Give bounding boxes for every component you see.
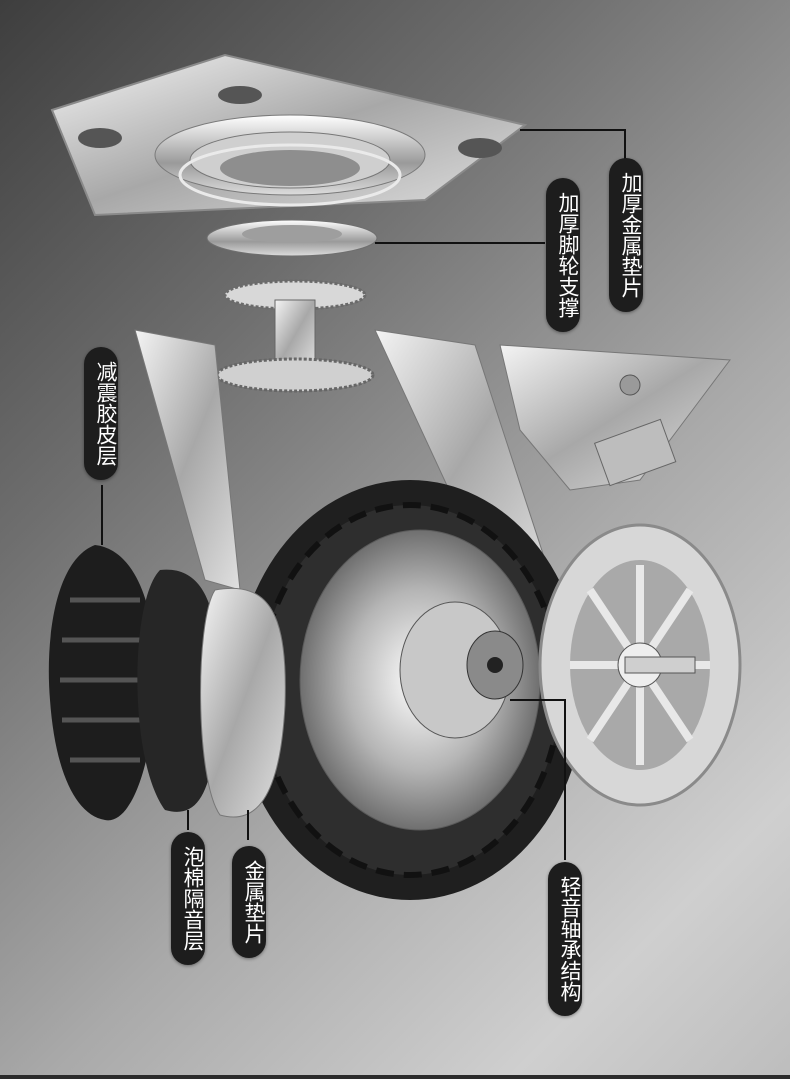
label-foam-sound-insulation-layer: 泡棉隔音层 [171,832,205,965]
leader-lines [101,129,626,860]
label-silent-bearing-structure: 轻音轴承结构 [548,862,582,1016]
main-wheel [235,480,585,900]
brake-lever [499,344,731,491]
label-metal-gasket: 金属垫片 [232,846,266,958]
kingpin-assembly [215,279,375,393]
label-thick-caster-support: 加厚脚轮支撑 [546,178,580,332]
rubber-ring-exploded [48,545,156,821]
label-shock-absorbing-rubber-layer: 减震胶皮层 [84,347,118,480]
metal-gasket-ring [200,587,286,818]
swivel-washer [206,219,378,257]
top-mounting-plate [50,53,528,217]
foam-ring [137,569,219,812]
label-thick-metal-top-plate: 加厚金属垫片 [609,158,643,312]
side-cover-disc [538,523,742,807]
bottom-divider [0,1075,790,1079]
